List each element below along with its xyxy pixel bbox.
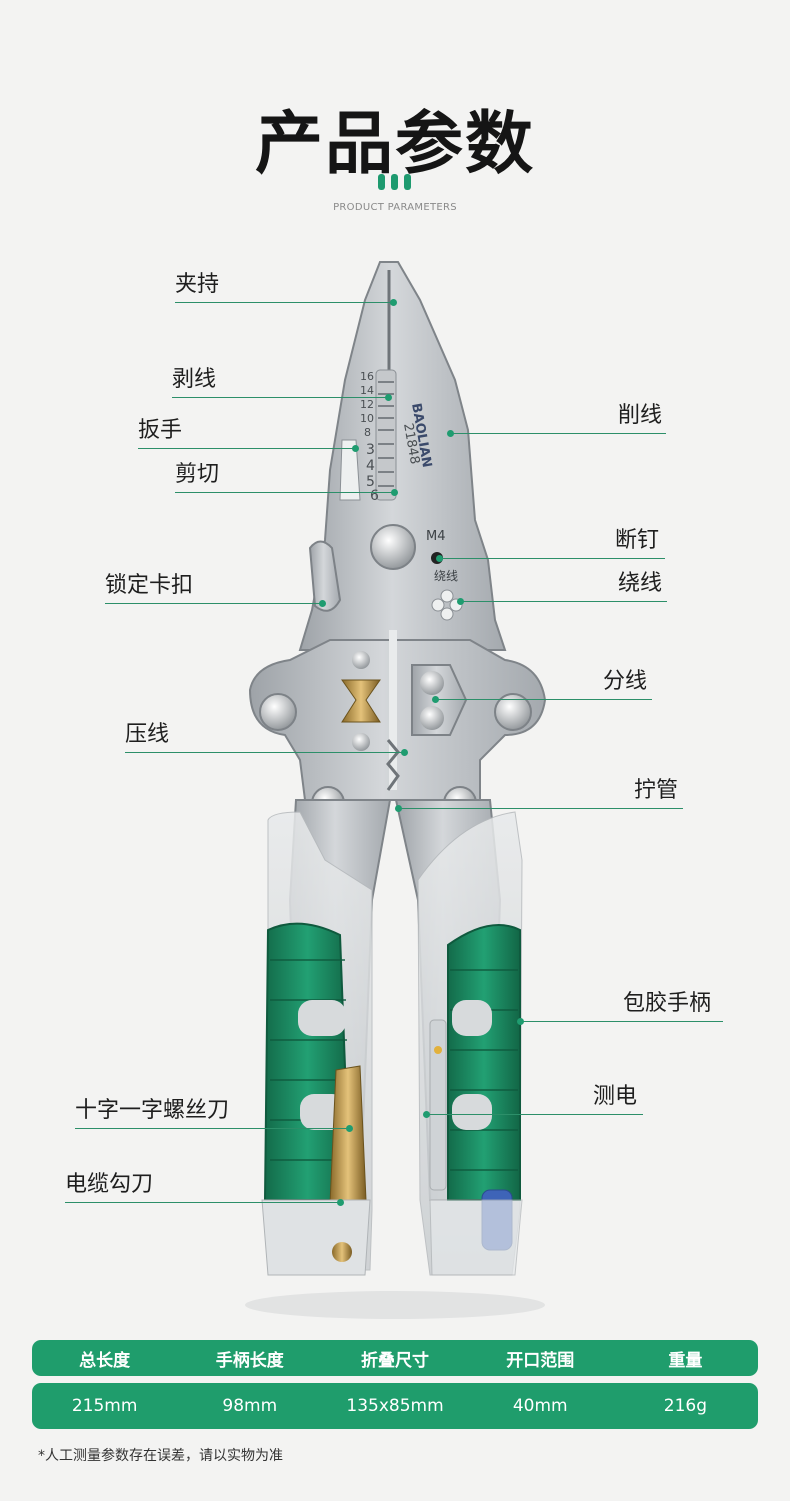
callout-wrench-line: [138, 448, 356, 449]
pliers-illustration: 16 14 12 10 8 3 4 5 6 BAOLIAN 21848 M4 绕…: [245, 261, 547, 1319]
bolt-size-5: 5: [366, 474, 375, 490]
callout-screwdriver: 十字一字螺丝刀: [75, 1098, 230, 1123]
winding-mark: 绕线: [434, 569, 458, 583]
callout-shave-line: [450, 433, 666, 434]
bolt-size-6: 6: [370, 488, 379, 504]
callout-crimp-line: [125, 752, 405, 753]
callout-cable-knife-line: [65, 1202, 341, 1203]
callout-wrench-dot: [352, 445, 359, 452]
callout-cable-knife: 电缆勾刀: [65, 1172, 154, 1197]
callout-cable-knife-dot: [337, 1199, 344, 1206]
callout-wrench: 扳手: [138, 418, 183, 443]
callout-wind: 绕线: [618, 571, 663, 596]
bolt-size-4: 4: [366, 458, 375, 474]
callout-lock-line: [105, 603, 323, 604]
callout-screwdriver-line: [75, 1128, 349, 1129]
spec-value-total-length: 215mm: [71, 1396, 138, 1416]
callout-grip: 夹持: [175, 272, 220, 297]
callout-screwdriver-dot: [346, 1125, 353, 1132]
crimp-size-14: 14: [360, 384, 374, 397]
callout-test-line: [427, 1114, 643, 1115]
crimp-size-10: 10: [360, 412, 374, 425]
callout-tube-dot: [395, 805, 402, 812]
spec-header-opening-range: 开口范围: [506, 1350, 575, 1371]
spec-value-opening-range: 40mm: [512, 1396, 568, 1416]
callout-crimp-dot: [401, 749, 408, 756]
callout-bolt-cut-dot: [436, 555, 443, 562]
page-title: 产品参数: [254, 105, 535, 184]
measurement-note: *人工测量参数存在误差，请以实物为准: [38, 1448, 283, 1464]
callout-wind-dot: [457, 598, 464, 605]
spec-value-weight: 216g: [663, 1396, 708, 1416]
callout-grip-line: [175, 302, 393, 303]
callout-crimp: 压线: [125, 722, 170, 747]
spec-header-handle-length: 手柄长度: [215, 1350, 284, 1371]
callout-test: 测电: [593, 1084, 638, 1109]
callout-split-dot: [432, 696, 439, 703]
bolt-mark: M4: [426, 529, 446, 544]
callout-wind-line: [460, 601, 667, 602]
callout-cut-dot: [391, 489, 398, 496]
spec-header-total-length: 总长度: [79, 1350, 131, 1371]
callout-tube: 拧管: [634, 778, 679, 803]
callout-test-dot: [423, 1111, 430, 1118]
callout-grip-dot: [390, 299, 397, 306]
spec-table-header: 总长度 手柄长度 折叠尺寸 开口范围 重量: [32, 1340, 758, 1376]
callout-strip-dot: [385, 394, 392, 401]
page-subtitle: PRODUCT PARAMETERS: [333, 202, 457, 213]
callout-cut-line: [175, 492, 395, 493]
spec-header-folded-size: 折叠尺寸: [361, 1350, 429, 1371]
title-accent-bars: [378, 174, 412, 190]
crimp-size-16: 16: [360, 370, 374, 383]
callout-split-line: [436, 699, 652, 700]
spec-value-handle-length: 98mm: [222, 1396, 278, 1416]
crimp-size-12: 12: [360, 398, 374, 411]
callout-strip-line: [172, 397, 388, 398]
callout-strip: 剥线: [172, 367, 217, 392]
callout-lock: 锁定卡扣: [105, 573, 194, 598]
callout-shave-dot: [447, 430, 454, 437]
crimp-size-8: 8: [364, 426, 371, 439]
callout-bolt-cut-line: [440, 558, 665, 559]
callout-handle-line: [520, 1021, 723, 1022]
spec-table-values: 215mm 98mm 135x85mm 40mm 216g: [32, 1383, 758, 1429]
callout-lock-dot: [319, 600, 326, 607]
callout-handle: 包胶手柄: [623, 991, 712, 1016]
callout-split: 分线: [603, 669, 648, 694]
callout-handle-dot: [517, 1018, 524, 1025]
callout-shave: 削线: [618, 403, 663, 428]
model-engraving: 21848: [400, 422, 422, 465]
bolt-size-3: 3: [366, 442, 375, 458]
callout-tube-line: [398, 808, 683, 809]
callout-bolt-cut: 断钉: [615, 528, 660, 553]
spec-value-folded-size: 135x85mm: [346, 1396, 444, 1416]
spec-header-weight: 重量: [668, 1350, 703, 1371]
callout-cut: 剪切: [175, 462, 220, 487]
